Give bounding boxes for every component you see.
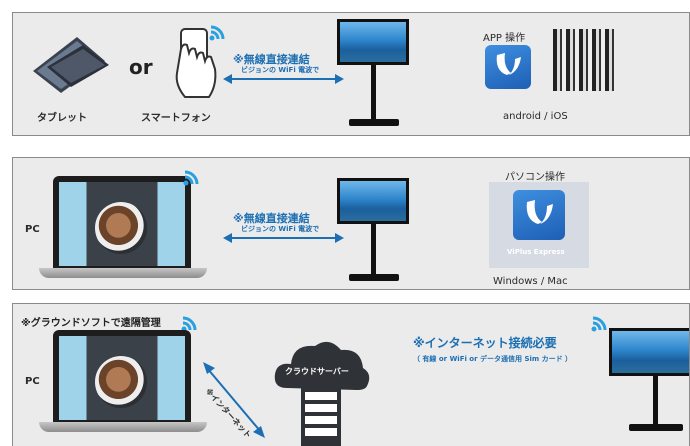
wireless-title: ※無線直接連結: [233, 212, 310, 225]
os-label: android / iOS: [503, 111, 568, 122]
or-text: or: [129, 55, 153, 79]
food-image: [95, 356, 147, 408]
tablet-icon: [27, 31, 115, 95]
smartphone-icon: [171, 23, 233, 103]
arrow-right-head: [335, 74, 344, 84]
arrow-left-head: [223, 74, 232, 84]
wifi-icon: [181, 310, 203, 332]
wifi-icon: [183, 164, 205, 186]
qr-code: [553, 29, 615, 91]
pc-label: PC: [25, 224, 40, 235]
internet-required-title: ※インターネット接続必要: [413, 336, 557, 350]
display-base: [349, 119, 399, 126]
internet-arrow: [199, 360, 269, 440]
connection-arrow: [231, 78, 335, 80]
cloud-server-label: クラウドサーバー: [285, 367, 349, 376]
internet-requirement-detail: （ 有線 or WiFi or データ通信用 Sim カード ）: [413, 355, 573, 363]
pc-operation-label: パソコン操作: [505, 172, 565, 183]
display-screen: [609, 328, 689, 376]
display-stand: [653, 376, 658, 426]
cloud-server-icon: [269, 332, 373, 446]
app-icon: [485, 45, 531, 89]
display-stand: [371, 65, 376, 121]
smartphone-label: スマートフォン: [141, 113, 211, 124]
arrow-left-head: [223, 233, 232, 243]
display-screen: [337, 178, 409, 224]
wifi-icon: [591, 310, 613, 332]
display-stand: [371, 224, 376, 276]
wireless-subtitle: ビジョンの WiFi 電波で: [241, 225, 320, 233]
viplus-app-text: ViPlus Express: [507, 248, 565, 256]
panel-pc-connection: PC ※無線直接連結 ビジョンの WiFi 電波で パソコン操作 ViPlus …: [12, 157, 690, 290]
laptop-base: [39, 422, 207, 432]
viplus-logo: [513, 190, 565, 240]
viplus-app-icon: ViPlus Express: [489, 182, 589, 268]
wifi-icon: [209, 19, 231, 41]
display-base: [349, 274, 399, 281]
laptop-base: [39, 268, 207, 278]
connection-arrow: [231, 237, 335, 239]
food-image: [95, 202, 147, 254]
display-base: [629, 424, 683, 431]
os-label: Windows / Mac: [493, 276, 568, 287]
tablet-label: タブレット: [37, 113, 87, 124]
arrow-right-head: [335, 233, 344, 243]
display-screen: [337, 19, 409, 65]
remote-title: ※グラウンドソフトで遠隔管理: [21, 318, 161, 329]
panel-app-connection: タブレット or スマートフォン ※無線直接連結 ビジョンの WiFi 電波で …: [12, 12, 690, 136]
wireless-subtitle: ビジョンの WiFi 電波で: [241, 66, 320, 74]
panel-remote-management: ※グラウンドソフトで遠隔管理 PC ※インターネット クラウドサーバー ※インタ…: [12, 303, 690, 446]
app-operation-label: APP 操作: [483, 33, 526, 44]
wireless-title: ※無線直接連結: [233, 53, 310, 66]
pc-label: PC: [25, 376, 40, 387]
